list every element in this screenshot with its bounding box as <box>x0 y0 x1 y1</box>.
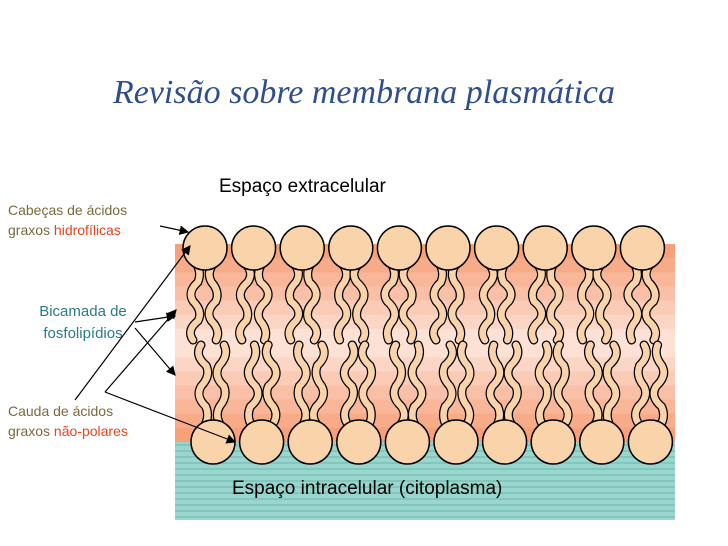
bottom-tail <box>535 341 552 431</box>
top-phospholipid-head <box>182 225 228 271</box>
top-phospholipid-head <box>230 225 277 271</box>
bottom-tail <box>603 341 620 431</box>
top-tail <box>205 259 221 344</box>
top-phospholipid-head <box>425 225 471 271</box>
bottom-tail <box>294 341 310 431</box>
top-tail <box>304 259 320 344</box>
bottom-tail <box>632 341 650 431</box>
bilayer-label-line2: fosfolipídios <box>43 325 123 342</box>
extracellular-label: Espaço extracelular <box>219 176 386 197</box>
top-tail <box>430 259 446 344</box>
top-phospholipid-head <box>619 225 666 271</box>
tails-label-line2: graxos não-polares <box>8 421 128 441</box>
tails-label: Cauda de ácidos graxos não-polares <box>8 401 128 441</box>
top-tail <box>285 259 302 344</box>
bottom-tail <box>213 341 229 431</box>
top-tail <box>187 259 203 344</box>
band-stripe <box>175 286 675 302</box>
bilayer-arrow-bottom <box>134 327 176 376</box>
bottom-tail <box>458 341 474 431</box>
top-tail <box>577 259 594 344</box>
slide-title: Revisão sobre membrana plasmática <box>112 74 616 111</box>
bottom-tail <box>408 341 426 431</box>
heads-label-prefix: graxos <box>8 222 54 238</box>
tails-arrow <box>104 309 177 393</box>
heads-label: Cabeças de ácidos graxos hidrofílicas <box>8 200 127 240</box>
heads-label-line1: Cabeças de ácidos <box>8 202 128 218</box>
heads-arrow <box>159 225 190 235</box>
bottom-tail <box>440 341 456 431</box>
heads-label-line2: graxos hidrofílicas <box>8 220 127 240</box>
top-tail <box>255 259 272 344</box>
bottom-tail <box>486 341 504 431</box>
top-tail <box>236 259 254 344</box>
bottom-phospholipid-head <box>287 419 333 465</box>
bottom-tail <box>504 341 522 431</box>
intracellular-label: Espaço intracelular (citoplasma) <box>232 478 503 499</box>
bottom-phospholipid-head <box>433 419 479 465</box>
top-phospholipid-head <box>328 225 374 271</box>
tails-label-line1: Cauda de ácidos <box>8 403 114 419</box>
tails-arrow-lower <box>104 391 237 444</box>
bottom-phospholipid-head <box>336 419 382 465</box>
bottom-tail <box>245 341 262 431</box>
bottom-tail <box>553 341 572 431</box>
bottom-tail <box>650 341 667 431</box>
tails-label-prefix: graxos <box>8 423 54 439</box>
bottom-tail <box>341 341 358 431</box>
bilayer-label-line1: Bicamada de <box>39 303 127 320</box>
bottom-tail <box>390 341 408 431</box>
bottom-phospholipid-head <box>384 419 431 465</box>
bottom-tail <box>263 341 280 431</box>
top-tail <box>642 259 659 344</box>
tails-label-highlight: não-polares <box>53 423 128 439</box>
top-tail <box>593 259 612 344</box>
top-phospholipid-head <box>571 225 617 271</box>
bilayer-label: Bicamada de fosfolipídios <box>22 301 144 345</box>
top-tail <box>334 259 351 344</box>
top-tail <box>350 259 369 344</box>
pointer-arrows <box>74 225 237 444</box>
top-tail <box>528 259 545 344</box>
bottom-phospholipid-head <box>530 419 576 465</box>
top-tail <box>624 259 641 344</box>
top-tail <box>381 259 398 344</box>
bottom-tail <box>359 341 375 431</box>
band-stripe <box>175 328 675 344</box>
top-phospholipid-head <box>522 225 568 271</box>
bottom-phospholipid-head <box>579 419 625 465</box>
fatty-acid-tails <box>185 258 669 432</box>
top-tail <box>448 259 464 344</box>
bottom-phospholipid-head <box>481 419 528 465</box>
top-phospholipid-head <box>473 225 520 271</box>
bottom-tail <box>195 341 211 431</box>
top-tail <box>547 259 563 344</box>
bottom-phospholipid-head <box>238 419 285 465</box>
top-tail <box>479 259 497 344</box>
top-tail <box>399 259 416 344</box>
bottom-phospholipid-head <box>190 419 236 465</box>
top-phospholipid-head <box>279 225 325 271</box>
top-tail <box>498 259 515 344</box>
bottom-tail <box>585 341 602 431</box>
top-phospholipid-head <box>376 225 423 271</box>
hydrophilic-heads <box>182 225 674 465</box>
bottom-phospholipid-head <box>627 419 674 465</box>
heads-arrow-lower <box>74 245 191 401</box>
heads-label-highlight: hidrofílicas <box>53 222 121 238</box>
bottom-tail <box>310 341 328 431</box>
